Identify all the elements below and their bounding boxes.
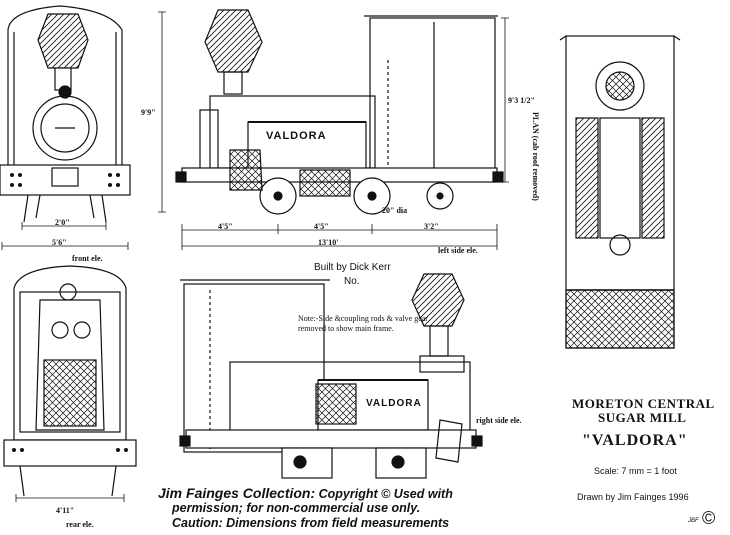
left-name-plate: VALDORA [266, 130, 327, 142]
right-side-note: Note:-Side &coupling rods & valve gear r… [298, 314, 428, 333]
org-line-2: SUGAR MILL [598, 410, 687, 425]
front-caption: front ele. [72, 254, 103, 263]
left-cab-height-dim: 9'3 1/2" [508, 96, 535, 105]
left-caption: left side ele. [438, 246, 478, 255]
front-gauge-dim: 2'0" [55, 218, 70, 227]
front-width-dim: 5'6" [52, 238, 67, 247]
left-side-elevation [158, 9, 509, 250]
front-elevation [0, 5, 131, 250]
left-dim-2: 4'5" [314, 222, 329, 231]
left-length-dim: 13'10' [318, 238, 339, 247]
rear-width-dim: 4'11" [56, 506, 75, 515]
left-height-dim: 9'9" [141, 108, 156, 117]
credit-line-1: Jim Fainges Collection: Copyright © Used… [158, 486, 453, 502]
right-caption: right side ele. [476, 416, 522, 425]
plan-caption: PLAN (cab roof removed) [531, 112, 540, 201]
credit-heading: Jim Fainges Collection: [158, 485, 316, 501]
left-wheel-dim: 20" dia [382, 206, 408, 215]
right-side-elevation [179, 273, 483, 479]
credit-line-1-rest: Copyright © Used with [318, 487, 453, 501]
right-name-plate: VALDORA [366, 398, 422, 409]
credit-line-3: Caution: Dimensions from field measureme… [172, 516, 450, 530]
org-line-1: MORETON CENTRAL [572, 396, 715, 411]
scale-note: Scale: 7 mm = 1 foot [594, 466, 677, 476]
builder-line-1: Built by Dick Kerr [314, 262, 391, 273]
rear-caption: rear ele. [66, 520, 94, 529]
rear-elevation [3, 265, 137, 502]
plan-view [559, 35, 681, 349]
loco-title: "VALDORA" [582, 432, 688, 449]
builder-line-2: No. [344, 276, 360, 287]
left-dim-1: 4'5" [218, 222, 233, 231]
drafter-initials: JBF [688, 518, 699, 524]
left-dim-3: 3'2" [424, 222, 439, 231]
drawn-by: Drawn by Jim Fainges 1996 [577, 492, 689, 502]
credit-line-2: permission; for non-commercial use only. [172, 501, 421, 515]
copyright-mark: © [702, 508, 716, 528]
